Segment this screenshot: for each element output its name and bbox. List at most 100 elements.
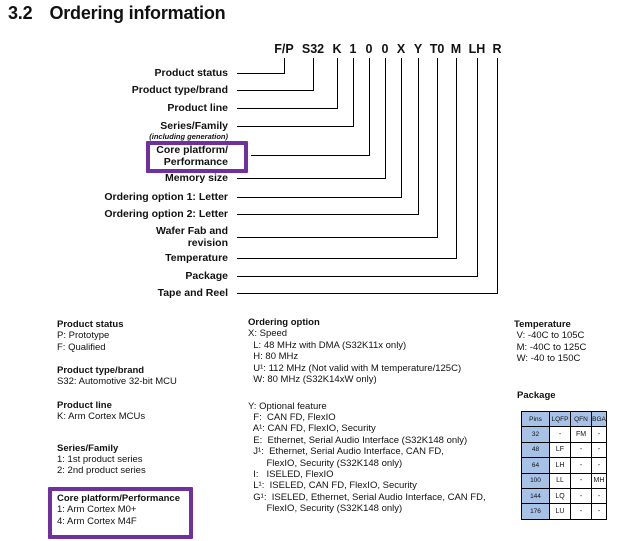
package-table-cell: - — [591, 426, 607, 443]
diagram-label-line: Temperature — [165, 252, 228, 264]
part-number-token-8: T0 — [429, 42, 445, 56]
diagram-label-4: Core platform/Performance — [156, 144, 228, 168]
legend-middle-line: FlexIO, Security (S32K148 only) — [248, 457, 403, 469]
package-table-cell: 144 — [521, 487, 550, 505]
package-table-cell: - — [591, 503, 607, 520]
part-number-token-4: 0 — [365, 42, 373, 56]
legend-middle-line: A¹: CAN FD, FlexIO, Security — [248, 423, 376, 435]
diagram-label-line: Series/Family — [160, 120, 228, 132]
legend-middle-line: W: 80 MHz (S32K14xW only) — [248, 374, 377, 386]
legend-right-block-title: Temperature — [514, 319, 571, 330]
part-number-token-10: LH — [468, 42, 486, 56]
legend-middle-line: E: Ethernet, Serial Audio Interface (S32… — [248, 434, 468, 446]
legend-middle-line: L¹: ISELED, CAN FD, FlexIO, Security — [248, 480, 417, 492]
package-table-cell: LH — [549, 457, 571, 474]
legend-left-block-title: Product status — [57, 319, 124, 330]
package-table-cell: 32 — [521, 426, 550, 443]
legend-right-line: W: -40 to 150C — [514, 353, 581, 365]
diagram-label-line: Wafer Fab and — [156, 224, 228, 237]
legend-middle-line: L: 48 MHz with DMA (S32K11x only) — [248, 339, 407, 351]
package-table-cell: LQ — [549, 487, 571, 505]
package-table-cell: - — [591, 487, 607, 505]
legend-middle-line: Y: Optional feature — [248, 400, 327, 412]
section-number: 3.2 — [8, 3, 33, 23]
legend-left-block-title: Product line — [57, 400, 112, 411]
package-table-header: BGA — [591, 410, 607, 428]
diagram-label-11: Tape and Reel — [158, 287, 228, 299]
legend-right-block-0: Temperature V: -40C to 105C M: -40C to 1… — [514, 319, 586, 365]
diagram-label-line: Performance — [163, 155, 228, 168]
part-number-token-0: F/P — [274, 42, 294, 56]
diagram-label-line: Package — [185, 270, 228, 282]
diagram-label-line: Memory size — [164, 172, 228, 184]
package-table-cell: - — [570, 457, 592, 474]
package-table-header: Pins — [521, 410, 550, 428]
legend-left-block-title: Product type/brand — [57, 365, 145, 376]
diagram-label-line: Tape and Reel — [157, 287, 228, 299]
legend-left-line: 1: 1st product series — [57, 453, 143, 465]
diagram-label-line: Product status — [154, 67, 228, 79]
legend-left-line: 1: Arm Cortex M0+ — [57, 504, 137, 516]
section-title-text: Ordering information — [49, 3, 226, 23]
diagram-label-line: Ordering option 2: Letter — [104, 208, 228, 220]
diagram-label-7: Ordering option 2: Letter — [104, 208, 228, 220]
package-table-cell: MH — [591, 472, 607, 489]
diagram-label-1: Product type/brand — [132, 84, 228, 96]
legend-right-line: M: -40C to 125C — [514, 341, 587, 353]
legend-middle-block-1: Y: Optional feature F: CAN FD, FlexIO A¹… — [248, 401, 486, 515]
part-number-token-9: M — [450, 42, 462, 56]
package-table-cell: 48 — [521, 441, 550, 459]
package-table-title: Package — [517, 390, 556, 401]
package-table-cell: - — [570, 472, 592, 489]
diagram-label-0: Product status — [154, 67, 228, 79]
diagram-label-3: Series/Family(including generation) — [149, 120, 228, 141]
part-number-token-7: Y — [413, 42, 423, 56]
package-table-cell: - — [570, 441, 592, 459]
legend-middle-line: J¹: Ethernet, Serial Audio Interface, CA… — [248, 446, 444, 458]
package-table-cell: LU — [549, 503, 571, 520]
legend-middle-block-title: Ordering option — [248, 317, 320, 328]
legend-left-line: K: Arm Cortex MCUs — [57, 411, 146, 423]
legend-left-block-title: Core platform/Performance — [57, 493, 181, 504]
highlight-box-2 — [48, 487, 193, 539]
package-table-cell: - — [591, 441, 607, 459]
legend-middle-line: G¹: ISELED, Ethernet, Serial Audio Inter… — [248, 491, 486, 503]
legend-middle-line: F: CAN FD, FlexIO — [248, 411, 336, 423]
diagram-label-line: Product type/brand — [131, 84, 228, 96]
legend-left-line: 2: 2nd product series — [57, 465, 146, 477]
package-table-cell: 64 — [521, 457, 550, 474]
package-table-header: LQFP — [549, 410, 571, 428]
legend-middle-line: I: ISELED, FlexIO — [248, 468, 334, 480]
legend-left-line: P: Prototype — [57, 330, 110, 342]
legend-right-line: V: -40C to 105C — [514, 330, 585, 342]
legend-left-block-title: Series/Family — [57, 442, 119, 454]
diagram-label-10: Package — [185, 270, 228, 282]
package-table-cell: 176 — [521, 503, 550, 520]
package-table-cell: - — [570, 487, 592, 505]
diagram-label-line: Product line — [167, 102, 228, 114]
package-table-row: 32-FM- — [521, 426, 607, 443]
legend-middle-line: X: Speed — [248, 328, 288, 340]
package-table-cell: - — [570, 503, 592, 520]
part-number-token-3: 1 — [349, 42, 357, 56]
package-table-cell: - — [591, 457, 607, 474]
part-number-token-5: 0 — [381, 42, 389, 56]
diagram-label-line: Core platform/ — [156, 143, 228, 156]
part-number-token-1: S32 — [301, 42, 325, 56]
legend-left-line: S32: Automotive 32-bit MCU — [57, 376, 177, 388]
part-number-token-6: X — [396, 42, 406, 56]
package-table-cell: 100 — [521, 472, 550, 489]
diagram-label-line: revision — [187, 236, 228, 249]
diagram-label-2: Product line — [167, 102, 228, 114]
